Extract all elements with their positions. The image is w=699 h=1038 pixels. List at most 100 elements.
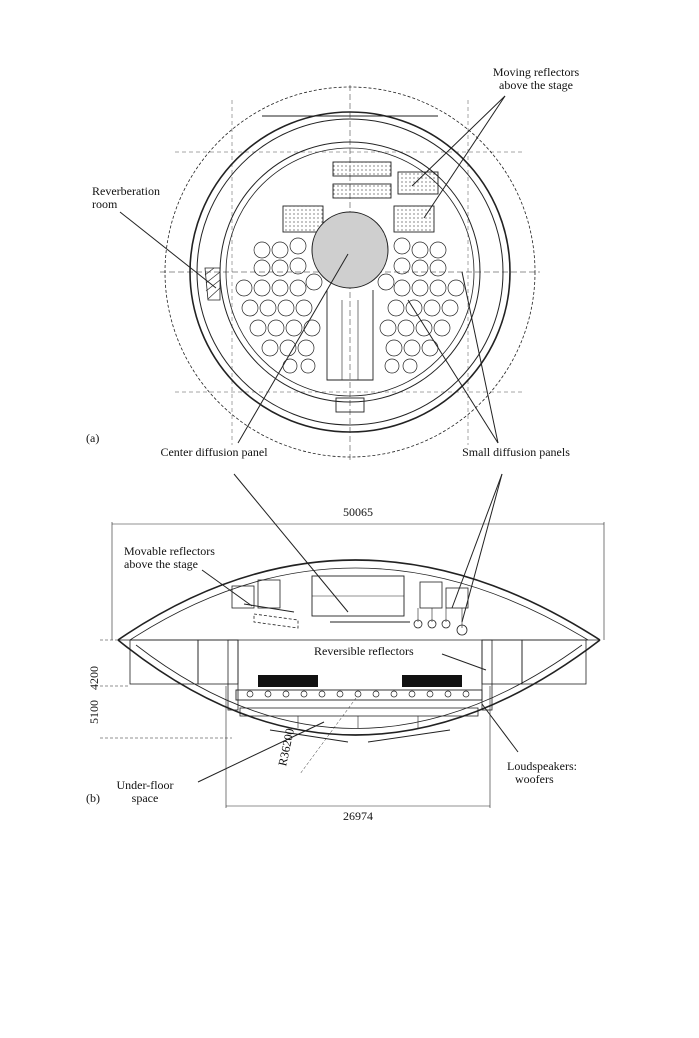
diffusion-circle	[379, 319, 397, 337]
diffusion-circle	[289, 237, 307, 255]
plan-entrance	[335, 397, 365, 413]
label-reverberation-line1: Reverberation	[92, 184, 160, 198]
seat-icon	[336, 690, 344, 698]
section-view	[100, 473, 605, 808]
section-roof-inner	[129, 567, 589, 641]
seat-icon	[300, 690, 308, 698]
small-diffusion-group-left	[235, 237, 323, 374]
leader-moving-reflectors	[411, 95, 506, 187]
section-bowl-inner	[135, 644, 583, 729]
under-stage-beam	[239, 707, 479, 717]
speaker-icon	[427, 619, 437, 629]
column-left	[227, 639, 239, 711]
leader-movable-reflectors	[201, 569, 253, 607]
diffusion-circle	[259, 299, 277, 317]
seat-icon	[408, 690, 416, 698]
plan-view	[119, 85, 540, 460]
diffusion-circle	[279, 339, 297, 357]
leader-moving-reflectors	[423, 95, 506, 219]
diffusion-circle	[415, 319, 433, 337]
label-small-diffusion: Small diffusion panels	[462, 445, 570, 459]
label-moving-reflectors-line2: above the stage	[499, 78, 573, 92]
label-reversible-reflectors: Reversible reflectors	[314, 644, 414, 658]
reflector-panel	[332, 161, 392, 177]
seat-icon	[264, 690, 272, 698]
label-movable-reflectors-line2: above the stage	[124, 557, 198, 571]
seat-icon	[372, 690, 380, 698]
diffusion-circle	[267, 319, 285, 337]
diffusion-circle	[393, 257, 411, 275]
floor-reflector	[269, 729, 349, 743]
leader-center-diffusion	[233, 473, 349, 613]
diffusion-circle	[384, 358, 400, 374]
leader-under-floor	[197, 721, 325, 783]
label-movable-reflectors-line1: Movable reflectors	[124, 544, 215, 558]
ceiling-box	[419, 581, 443, 609]
diffusion-circle	[261, 339, 279, 357]
ceiling-box	[445, 587, 469, 609]
radius-line	[299, 697, 357, 775]
seat-icon	[246, 690, 254, 698]
diffusion-circle	[393, 279, 411, 297]
seat-icon	[462, 690, 470, 698]
label-loudspeakers-line1: Loudspeakers:	[507, 759, 577, 773]
diffusion-circle	[385, 339, 403, 357]
reflector-panel	[393, 205, 435, 233]
seat-icon	[390, 690, 398, 698]
diffusion-circle	[393, 237, 411, 255]
side-room-right-inner	[481, 639, 523, 685]
diffusion-circle	[405, 299, 423, 317]
label-under-floor-line1: Under-floor	[116, 778, 173, 792]
floor-reflector	[367, 729, 451, 743]
diffusion-circle	[423, 299, 441, 317]
leader-reversible-reflectors	[441, 653, 487, 671]
stage-aisle	[326, 290, 374, 381]
leader-small-diffusion	[461, 473, 503, 623]
diffusion-circle	[421, 339, 439, 357]
leader-small-diffusion	[461, 271, 499, 444]
diffusion-circle	[271, 259, 289, 277]
movable-reflector-dashed	[253, 613, 299, 629]
diffusion-circle	[433, 319, 451, 337]
reverberation-room-hatch	[204, 267, 221, 301]
diffusion-circle	[271, 279, 289, 297]
diffusion-circle	[387, 299, 405, 317]
hatch-line	[205, 271, 221, 284]
ceiling-box	[231, 585, 255, 609]
dim-radius: R36200	[275, 727, 297, 767]
diffusion-circle	[441, 299, 459, 317]
leader-center-diffusion	[237, 253, 349, 444]
movable-reflector	[243, 603, 295, 613]
speaker-icon	[441, 619, 451, 629]
diffusion-circle	[397, 319, 415, 337]
plan-leader-lines	[119, 95, 506, 444]
diffusion-circle	[253, 259, 271, 277]
diffusion-circle	[403, 339, 421, 357]
diffusion-circle	[285, 319, 303, 337]
diffusion-circle	[429, 259, 447, 277]
dim-height-upper: 4200	[87, 666, 101, 690]
diffusion-circle	[253, 241, 271, 259]
section-bowl	[117, 639, 601, 736]
seat-icon	[354, 690, 362, 698]
diffusion-circle	[295, 299, 313, 317]
diffusion-circle	[289, 257, 307, 275]
diffusion-circle	[235, 279, 253, 297]
seat-block	[258, 675, 318, 687]
dim-inner-width: 26974	[343, 809, 373, 823]
label-under-floor-line2: space	[132, 791, 159, 805]
diffusion-circle	[303, 319, 321, 337]
speaker-icon	[456, 624, 468, 636]
label-center-diffusion: Center diffusion panel	[160, 445, 268, 459]
section-roof	[117, 559, 601, 641]
leader-loudspeakers	[481, 703, 519, 753]
small-diffusion-group-right	[377, 237, 465, 374]
speaker-icon	[413, 619, 423, 629]
diffusion-circle	[402, 358, 418, 374]
hatch-line	[207, 287, 221, 300]
label-moving-reflectors-line1: Moving reflectors	[493, 65, 580, 79]
section-part-label: (b)	[86, 791, 100, 805]
diffusion-circle	[277, 299, 295, 317]
diffusion-circle	[411, 241, 429, 259]
